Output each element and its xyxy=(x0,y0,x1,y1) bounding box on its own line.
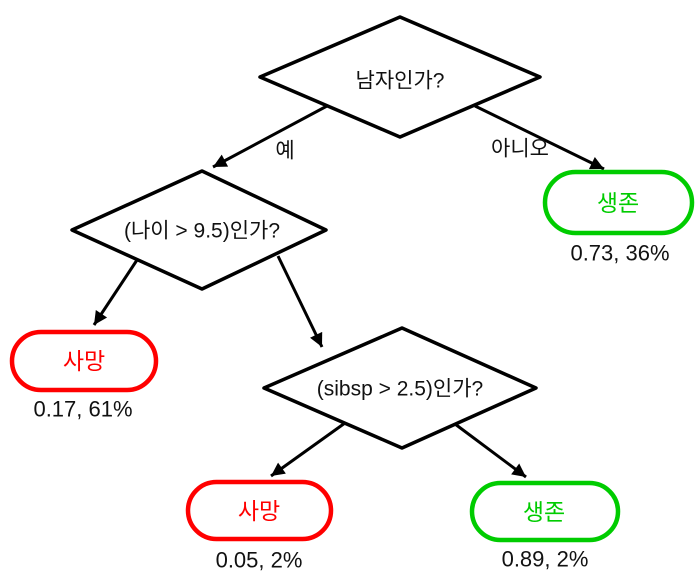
leaf-node-died-left-shape xyxy=(9,329,159,393)
edge-no-arrow xyxy=(474,104,605,171)
leaf-node-died-bottom: 사망 0.05, 2% xyxy=(185,479,334,573)
tree-edges: 예 아니오 xyxy=(92,104,605,479)
leaf-node-died-left-label: 사망 xyxy=(63,348,105,374)
decision-node-age-shape xyxy=(70,169,328,291)
decision-node-is-male-label: 남자인가? xyxy=(356,70,445,93)
leaf-node-died-bottom-stats: 0.05, 2% xyxy=(216,548,303,573)
leaf-node-died-left: 사망 0.17, 61% xyxy=(9,329,159,422)
decision-node-sibsp-label: (sibsp > 2.5)인가? xyxy=(317,378,483,401)
decision-node-age: (나이 > 9.5)인가? xyxy=(70,169,328,291)
edge-age-no-arrow xyxy=(276,255,324,348)
leaf-node-survived-top-label: 생존 xyxy=(597,190,639,216)
leaf-node-died-bottom-label: 사망 xyxy=(238,498,280,524)
leaf-node-died-bottom-shape xyxy=(185,479,334,542)
edge-sibsp-no-arrow xyxy=(454,422,527,479)
edge-age-yes-arrow xyxy=(92,259,139,326)
decision-node-age-label: (나이 > 9.5)인가? xyxy=(124,220,280,243)
branch-label-yes: 예 xyxy=(275,140,294,163)
decision-node-sibsp-shape xyxy=(262,326,538,450)
leaf-node-died-left-stats: 0.17, 61% xyxy=(33,397,132,422)
leaf-node-survived-top-shape xyxy=(542,169,695,236)
edge-yes-arrow xyxy=(212,104,328,169)
branch-label-no: 아니오 xyxy=(491,138,549,161)
decision-node-is-male: 남자인가? xyxy=(258,15,542,139)
decision-node-is-male-shape xyxy=(258,15,542,139)
edge-sibsp-yes-arrow xyxy=(270,421,346,478)
leaf-node-survived-bottom-stats: 0.89, 2% xyxy=(502,547,589,572)
leaf-node-survived-bottom-label: 생존 xyxy=(523,499,565,525)
leaf-node-survived-top-stats: 0.73, 36% xyxy=(570,241,669,266)
leaf-node-survived-bottom-shape xyxy=(469,480,621,543)
decision-node-sibsp: (sibsp > 2.5)인가? xyxy=(262,326,538,450)
leaf-node-survived-bottom: 생존 0.89, 2% xyxy=(469,480,621,572)
leaf-node-survived-top: 생존 0.73, 36% xyxy=(542,169,695,266)
